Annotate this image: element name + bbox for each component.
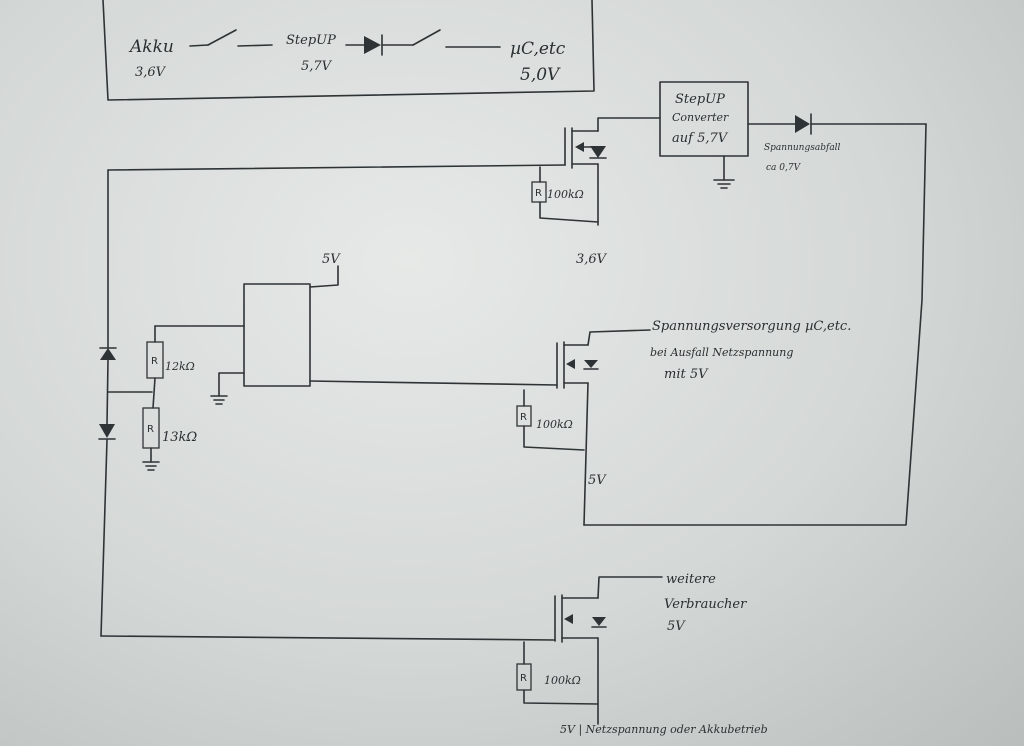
- top-voltage-label: 3,6V: [576, 252, 608, 267]
- svg-text:R: R: [520, 673, 527, 684]
- legend-box: Akku 3,6V StepUP 5,7V µC,etc 5,0V: [102, 0, 595, 101]
- svg-text:R: R: [520, 412, 527, 423]
- diode-drop-value: ca 0,7V: [766, 163, 802, 173]
- diode-upper: [99, 347, 117, 360]
- converter-line1: StepUP: [675, 92, 725, 107]
- top-resistor-label: 100kΩ: [547, 188, 584, 201]
- mosfet-middle: [556, 329, 651, 526]
- legend-diode: [364, 34, 383, 56]
- legend-stepup: StepUP: [286, 33, 336, 48]
- comparator-box: [243, 283, 311, 387]
- converter-line3: auf 5,7V: [672, 131, 729, 146]
- mid-resistor-label: 100kΩ: [536, 418, 573, 431]
- bot-note-line3: 5V: [667, 619, 686, 634]
- svg-text:R: R: [535, 188, 542, 199]
- mid-note-line3: mit 5V: [664, 367, 709, 382]
- diode-drop-label: Spannungsabfall: [764, 143, 841, 153]
- output-diode: [795, 113, 812, 135]
- bottom-supply-label: 5V | Netzspannung oder Akkubetrieb: [560, 723, 768, 737]
- legend-akku-voltage: 3,6V: [135, 65, 167, 80]
- stepup-converter: StepUP Converter auf 5,7V: [659, 81, 749, 189]
- legend-uc: µC,etc: [510, 39, 566, 59]
- resistor-top-gate: R: [531, 181, 547, 203]
- resistor-13k-label: 13kΩ: [162, 430, 197, 445]
- legend-stepup-voltage: 5,7V: [301, 59, 333, 74]
- svg-text:R: R: [151, 356, 158, 367]
- mosfet-top: [564, 117, 661, 226]
- bot-note-line1: weitere: [666, 572, 716, 587]
- mid-note-line2: bei Ausfall Netzspannung: [650, 346, 793, 359]
- resistor-13k: R: [142, 407, 160, 449]
- mid-voltage-label: 5V: [588, 473, 607, 488]
- resistor-mid-gate: R: [516, 405, 532, 427]
- resistor-12k-label: 12kΩ: [165, 360, 195, 373]
- converter-line2: Converter: [672, 111, 729, 124]
- comparator-supply-label: 5V: [322, 252, 341, 267]
- diode-lower: [98, 424, 116, 440]
- legend-uc-voltage: 5,0V: [520, 65, 561, 85]
- bot-resistor-label: 100kΩ: [544, 674, 581, 687]
- resistor-bot-gate: R: [516, 663, 532, 691]
- legend-akku: Akku: [128, 37, 174, 57]
- mid-note-line1: Spannungsversorgung µC,etc.: [652, 319, 851, 334]
- mosfet-bottom: [554, 576, 663, 725]
- svg-text:R: R: [147, 424, 154, 435]
- resistor-12k: R: [146, 341, 164, 379]
- bot-note-line2: Verbraucher: [664, 597, 747, 612]
